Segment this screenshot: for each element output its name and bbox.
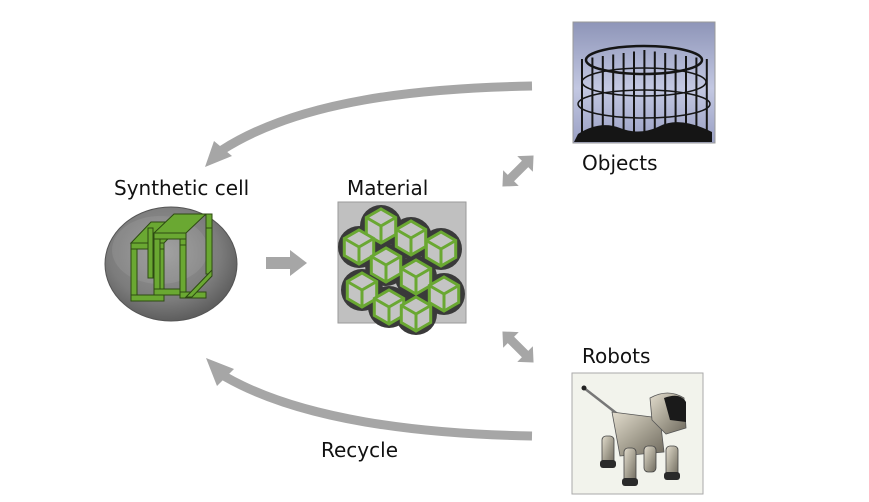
synthetic-cell-label: Synthetic cell [114,176,250,200]
top-curved-arrow [205,81,533,167]
material-robots-double-arrow [502,331,534,363]
robots-label: Robots [582,344,651,368]
cell-to-material-arrow [266,250,307,276]
hexagonal-cells-icon [338,205,465,335]
cube-edge [343,237,375,264]
objects-image [572,21,716,144]
robot-dog-icon [581,385,687,486]
cube-edge [373,297,405,324]
material-image [337,201,467,335]
gasholder-icon [574,44,712,142]
cube-edge [425,239,457,266]
synthetic-cell-image [104,206,238,322]
cube-edge [428,284,460,311]
cube-edge [370,255,402,282]
scaffold-icon [129,213,213,302]
recycle-label: Recycle [321,438,398,462]
objects-label: Objects [582,151,658,175]
robots-image [571,372,704,495]
cube-edge [365,216,397,243]
cube-edge [400,304,432,331]
cube-edge [395,228,427,255]
cube-edge [346,280,378,307]
recycle-curved-arrow [206,358,533,441]
cube-edge [400,267,432,294]
material-label: Material [347,176,429,200]
material-objects-double-arrow [502,155,534,187]
